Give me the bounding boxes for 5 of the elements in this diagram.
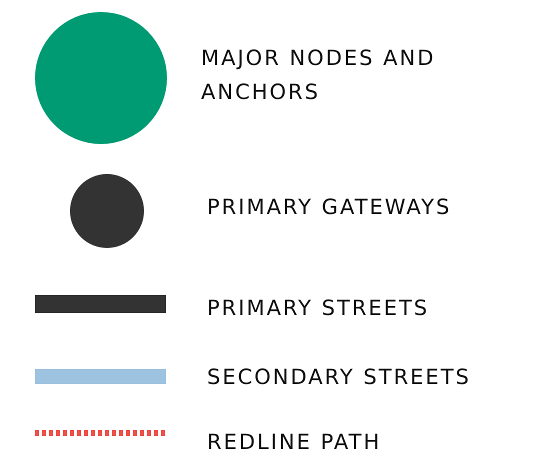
legend-label: SECONDARY STREETS — [207, 364, 471, 391]
legend-label: PRIMARY STREETS — [207, 295, 430, 322]
legend-label: MAJOR NODES AND ANCHORS — [201, 45, 436, 106]
legend-label: REDLINE PATH — [207, 429, 382, 456]
legend-label: PRIMARY GATEWAYS — [207, 194, 452, 221]
